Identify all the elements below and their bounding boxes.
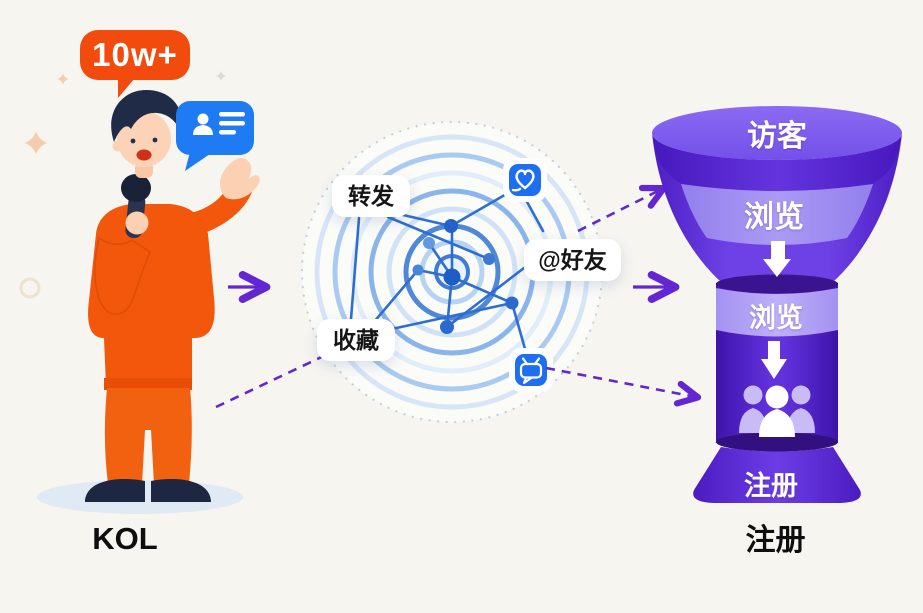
register-caption: 注册 (745, 524, 806, 557)
shoe (85, 478, 145, 502)
eye (130, 138, 136, 144)
like-icon (511, 169, 535, 192)
users-icon (739, 385, 815, 437)
kol-caption: KOL (92, 521, 158, 556)
eye (152, 137, 158, 143)
shoe (151, 478, 211, 502)
like-icon-badge (503, 158, 547, 202)
funnel-stage-browse-1: 浏览 (744, 201, 804, 234)
down-arrow-icon (763, 241, 791, 277)
mic-hand (125, 211, 149, 235)
ear (112, 140, 124, 152)
kol-illustration (37, 90, 260, 514)
pants (104, 388, 192, 484)
followers-badge-tail (118, 78, 135, 98)
funnel-neck-rim (716, 274, 838, 294)
funnel-bottom-rim (716, 432, 838, 452)
open-hand (220, 157, 260, 200)
funnel-rim-band (652, 133, 902, 194)
funnel-top-ellipse (652, 106, 902, 160)
network-label-mention: @好友 (524, 239, 621, 281)
network-nodes (412, 219, 519, 334)
down-arrow-icon (761, 341, 787, 379)
live-icon-badge (509, 348, 553, 392)
arrow-network-to-funnel-bottom (545, 366, 702, 407)
hair (111, 90, 184, 142)
live-tv-icon (519, 357, 543, 385)
sparkle-icon (216, 71, 226, 81)
network-label-favorite: 收藏 (317, 319, 395, 361)
funnel-stage-browse-2: 浏览 (749, 303, 803, 333)
funnel-stage-visitors: 访客 (747, 120, 807, 153)
funnel (652, 106, 902, 503)
waist-band (104, 378, 192, 390)
contact-card-icon (193, 112, 245, 135)
followers-badge: 10w+ (80, 30, 190, 80)
sparkle-icon (24, 131, 48, 155)
flow-arrows (215, 184, 702, 409)
ring-decoration (19, 277, 41, 299)
funnel-base (693, 447, 861, 503)
sparkle-icon (57, 73, 69, 85)
chat-bubble (176, 101, 254, 171)
funnel-light-band-1 (681, 184, 873, 245)
dashed-line-kol-to-network (215, 351, 331, 409)
network-label-forward: 转发 (332, 175, 410, 217)
mouth (136, 149, 152, 161)
funnel-stage-register: 注册 (744, 471, 798, 501)
funnel-light-band-2 (716, 288, 838, 337)
bent-arm (94, 236, 151, 315)
sparkle-decorations (19, 71, 226, 320)
